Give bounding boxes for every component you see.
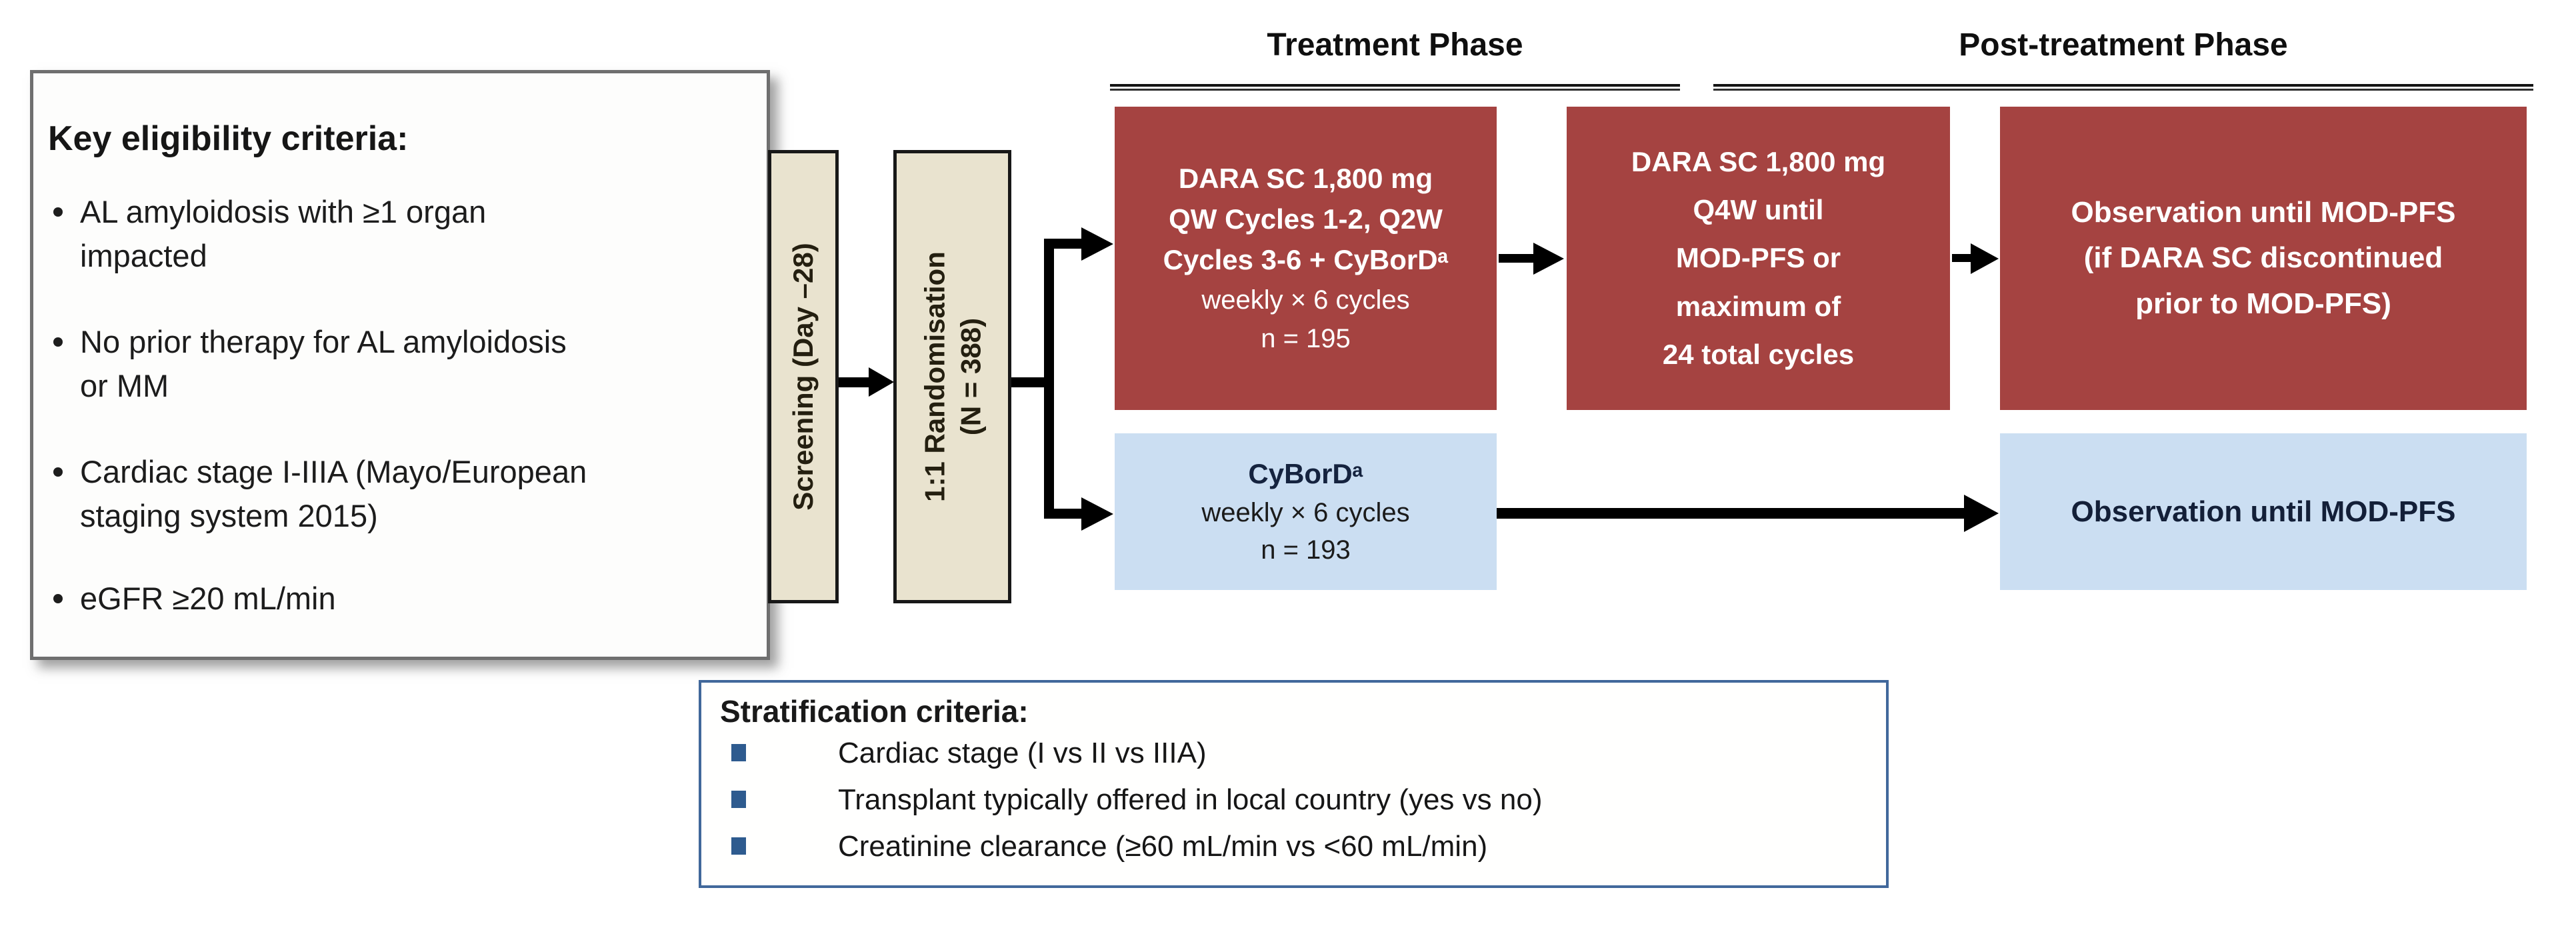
eligibility-item-text: eGFR ≥20 mL/min [80,577,336,621]
randomisation-line2: (N = 388) [954,317,986,436]
eligibility-line: impacted [80,238,207,273]
eligibility-item: eGFR ≥20 mL/min [53,577,336,621]
dara-observation-line3: prior to MOD-PFS) [2135,287,2391,320]
eligibility-line: or MM [80,368,169,403]
branch-bottom-arm [1044,509,1083,519]
randomisation-label: 1:1 Randomisation (N = 388) [917,251,989,502]
bullet-dot-icon [53,594,63,603]
dara-maintenance-line3: MOD-PFS or [1675,242,1841,274]
arrow-cybord-to-observation [1497,508,1967,519]
stratification-item: Creatinine clearance (≥60 mL/min vs <60 … [731,828,1487,865]
bullet-dot-icon [53,337,63,347]
arrowhead-icon [1081,227,1113,261]
stratification-item-text: Cardiac stage (I vs II vs IIIA) [838,737,1207,769]
cybord-arm-box: CyBorDᵃ weekly × 6 cycles n = 193 [1115,433,1497,590]
eligibility-title: Key eligibility criteria: [48,119,409,158]
stratification-item-text: Creatinine clearance (≥60 mL/min vs <60 … [838,830,1488,863]
dara-induction-n: n = 195 [1261,323,1351,353]
arrow-screening-to-randomisation [839,377,872,387]
arrowhead-icon [1971,243,1999,274]
stratification-item: Transplant typically offered in local co… [731,781,1542,819]
dara-maintenance-line2: Q4W until [1693,194,1824,226]
arrowhead-icon [1533,243,1564,275]
stratification-item: Cardiac stage (I vs II vs IIIA) [731,735,1207,772]
dara-observation-line2: (if DARA SC discontinued [2083,241,2443,275]
stratification-box: Stratification criteria: Cardiac stage (… [699,680,1889,888]
dara-induction-box: DARA SC 1,800 mg QW Cycles 1-2, Q2W Cycl… [1115,107,1497,410]
stratification-item-text: Transplant typically offered in local co… [838,783,1543,816]
eligibility-criteria-box: Key eligibility criteria: AL amyloidosis… [30,70,770,660]
bullet-dot-icon [53,467,63,477]
dara-maintenance-line4: maximum of [1675,290,1841,322]
branch-top-arm [1044,239,1083,249]
arrowhead-icon [1964,495,1999,532]
randomisation-line1: 1:1 Randomisation [918,251,950,502]
post-treatment-phase-header: Post-treatment Phase [1959,27,2288,63]
dara-induction-line2: QW Cycles 1-2, Q2W [1169,203,1443,235]
eligibility-item: AL amyloidosis with ≥1 organ impacted [53,190,486,278]
stratification-title: Stratification criteria: [720,694,1029,729]
treatment-phase-header: Treatment Phase [1267,27,1523,63]
eligibility-line: eGFR ≥20 mL/min [80,581,336,616]
eligibility-line: Cardiac stage I-IIIA (Mayo/European [80,454,587,489]
dara-maintenance-line1: DARA SC 1,800 mg [1631,145,1886,177]
branch-stub-line [1011,377,1049,387]
dara-observation-box: Observation until MOD-PFS (if DARA SC di… [2000,107,2527,410]
cybord-arm-schedule: weekly × 6 cycles [1201,497,1410,527]
screening-box: Screening (Day –28) [768,150,839,603]
randomisation-box: 1:1 Randomisation (N = 388) [893,150,1011,603]
bullet-dot-icon [53,207,63,217]
eligibility-item-text: Cardiac stage I-IIIA (Mayo/European stag… [80,450,587,538]
branch-vertical-line [1044,239,1054,519]
eligibility-item: Cardiac stage I-IIIA (Mayo/European stag… [53,450,587,538]
bullet-square-icon [731,837,746,855]
bullet-square-icon [731,791,746,808]
eligibility-item-text: No prior therapy for AL amyloidosis or M… [80,320,567,408]
eligibility-line: No prior therapy for AL amyloidosis [80,324,567,359]
arrow-maintenance-to-observation [1952,254,1973,262]
eligibility-item-text: AL amyloidosis with ≥1 organ impacted [80,190,486,278]
arrowhead-icon [869,367,894,397]
cybord-observation-label: Observation until MOD-PFS [2071,495,2456,528]
cybord-observation-box: Observation until MOD-PFS [2000,433,2527,590]
cybord-arm-n: n = 193 [1261,535,1351,565]
eligibility-item: No prior therapy for AL amyloidosis or M… [53,320,567,408]
dara-induction-line3: Cycles 3-6 + CyBorDᵃ [1163,243,1449,275]
treatment-phase-underline [1110,84,1680,91]
arrow-induction-to-maintenance [1499,254,1535,263]
post-treatment-phase-underline [1713,84,2533,91]
dara-induction-line4: weekly × 6 cycles [1201,285,1410,315]
bullet-square-icon [731,744,746,761]
dara-maintenance-box: DARA SC 1,800 mg Q4W until MOD-PFS or ma… [1567,107,1950,410]
eligibility-line: AL amyloidosis with ≥1 organ [80,194,487,229]
arrowhead-icon [1081,497,1113,531]
dara-maintenance-line5: 24 total cycles [1662,338,1855,370]
screening-label: Screening (Day –28) [787,243,819,511]
dara-induction-line1: DARA SC 1,800 mg [1178,163,1433,195]
cybord-arm-title: CyBorDᵃ [1248,458,1363,490]
dara-observation-line1: Observation until MOD-PFS [2071,196,2456,229]
eligibility-line: staging system 2015) [80,498,378,533]
